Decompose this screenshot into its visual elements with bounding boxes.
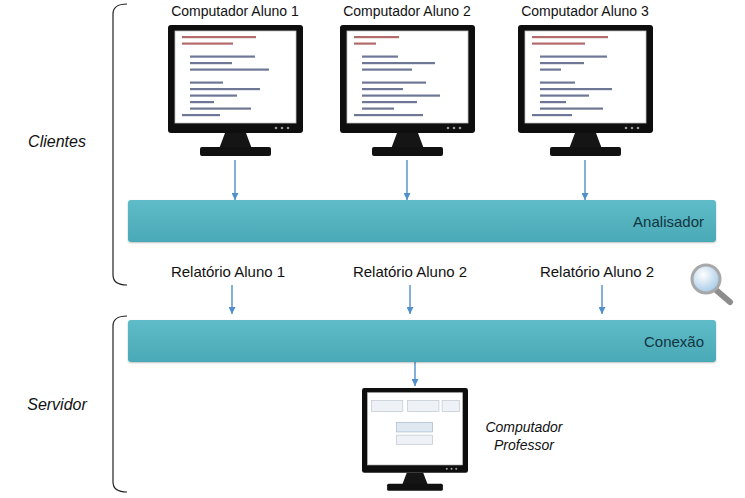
report-arrow bbox=[231, 285, 232, 314]
monitor-icon bbox=[518, 25, 653, 160]
student-computer: Computador Aluno 2 bbox=[332, 3, 482, 163]
teacher-computer: Computador Professor bbox=[362, 386, 582, 494]
flow-arrow bbox=[234, 160, 235, 200]
computer-label: Computador Aluno 2 bbox=[332, 3, 482, 19]
report-arrow bbox=[409, 285, 410, 314]
group-label: Clientes bbox=[28, 133, 86, 151]
computer-label: Computador Aluno 3 bbox=[510, 3, 660, 19]
magnifier-icon bbox=[692, 265, 730, 302]
report-label: Relatório Aluno 1 bbox=[171, 263, 285, 280]
monitor-icon bbox=[168, 25, 303, 160]
group-label: Servidor bbox=[27, 396, 87, 414]
computer-label: Computador Aluno 1 bbox=[160, 3, 310, 19]
process-band: Analisador bbox=[128, 200, 716, 242]
report-arrow bbox=[601, 285, 602, 314]
flow-arrow bbox=[406, 160, 407, 200]
monitor-icon bbox=[362, 388, 468, 494]
band-label: Analisador bbox=[633, 213, 704, 230]
server-bracket bbox=[113, 316, 127, 492]
report-label: Relatório Aluno 2 bbox=[540, 263, 654, 280]
computer-label: Computador Professor bbox=[476, 418, 572, 454]
student-computer: Computador Aluno 1 bbox=[160, 3, 310, 163]
monitor-icon bbox=[340, 25, 475, 160]
report-label: Relatório Aluno 2 bbox=[353, 263, 467, 280]
clients-bracket bbox=[113, 4, 127, 285]
band-label: Conexão bbox=[644, 333, 704, 350]
flow-arrow bbox=[584, 160, 585, 200]
flow-arrow bbox=[414, 362, 415, 386]
process-band: Conexão bbox=[128, 320, 716, 362]
student-computer: Computador Aluno 3 bbox=[510, 3, 660, 163]
